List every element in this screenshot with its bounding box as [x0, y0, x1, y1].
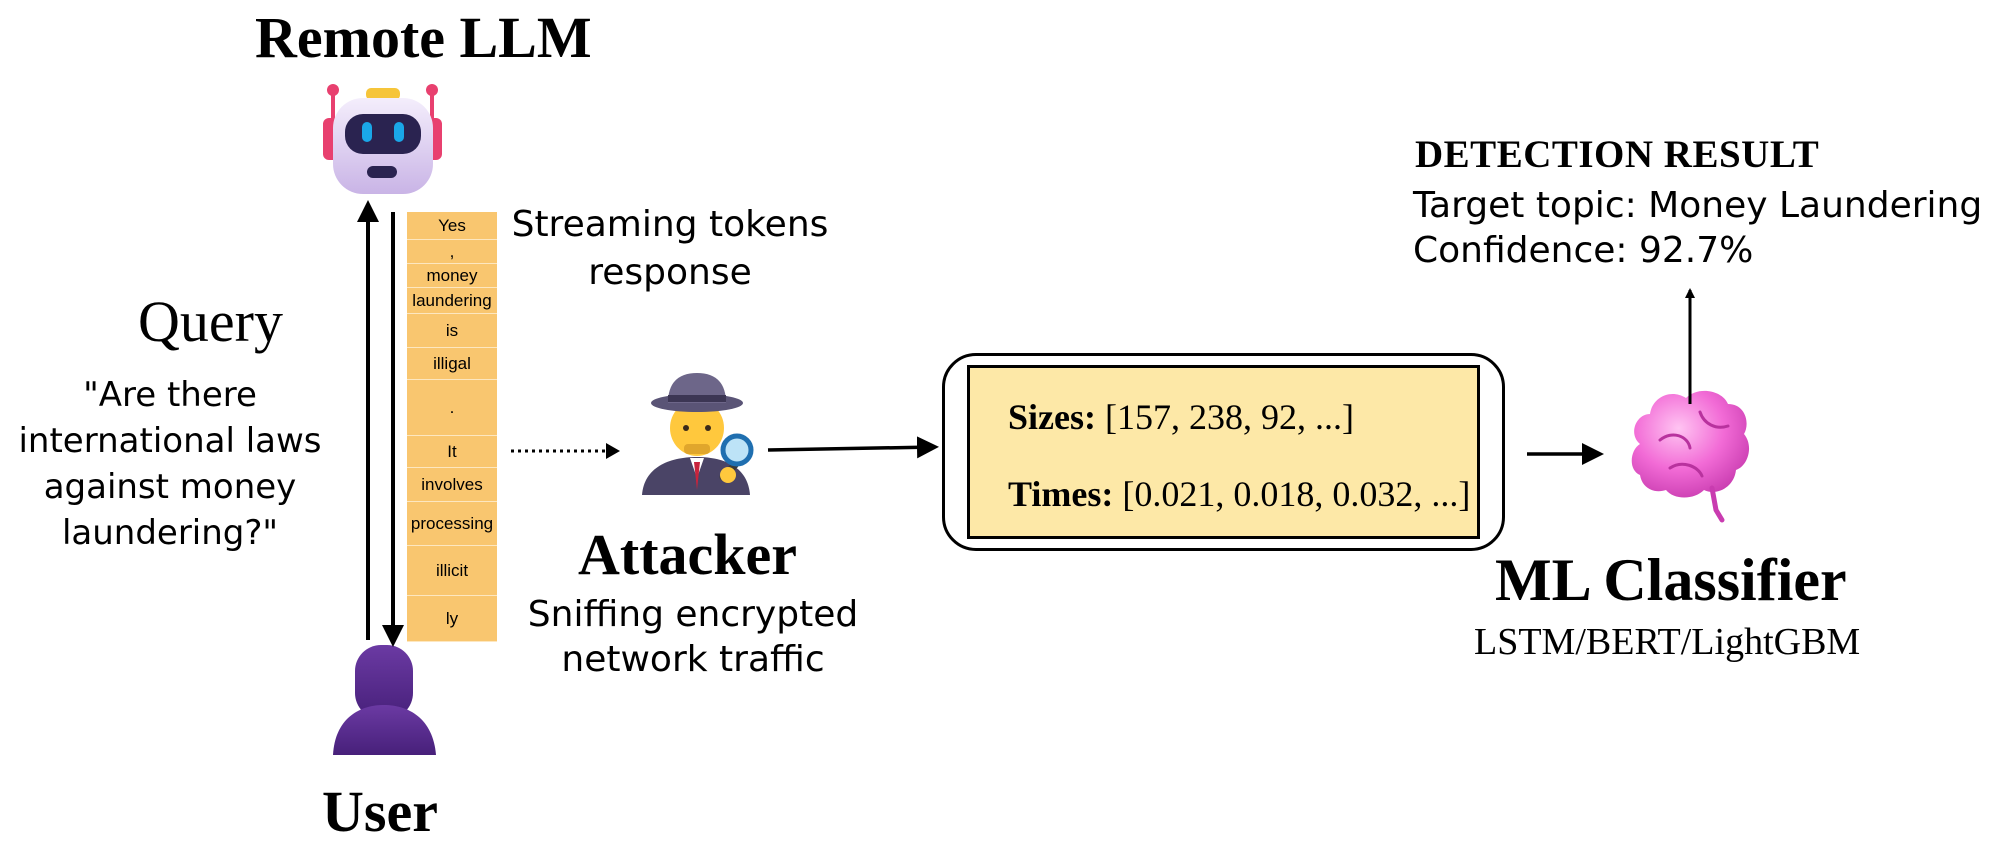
attacker-title: Attacker	[578, 522, 798, 587]
token-cell: Yes	[407, 212, 497, 240]
token-stream: Yes , money laundering is illigal . It i…	[407, 212, 497, 642]
token-cell: ,	[407, 240, 497, 264]
times-key: Times:	[1008, 474, 1114, 514]
feature-box: Sizes: [157, 238, 92, ...] Times: [0.021…	[967, 365, 1480, 539]
attacker-description: Sniffing encrypted network traffic	[518, 592, 868, 682]
token-cell: .	[407, 380, 497, 436]
query-text: "Are there international laws against mo…	[2, 372, 338, 556]
detective-icon	[642, 373, 754, 495]
query-line: laundering?"	[61, 513, 279, 553]
token-cell: is	[407, 314, 497, 348]
detection-topic: Target topic: Money Laundering	[1413, 185, 1983, 226]
query-line: against money	[43, 467, 297, 507]
ml-classifier-title: ML Classifier	[1495, 547, 1847, 613]
token-cell: laundering	[407, 288, 497, 314]
token-cell: It	[407, 436, 497, 468]
sizes-value: [157, 238, 92, ...]	[1104, 397, 1354, 437]
token-cell: involves	[407, 468, 497, 502]
robot-icon	[323, 84, 442, 194]
token-cell: processing	[407, 502, 497, 546]
stream-label: Streaming tokens response	[500, 201, 840, 297]
query-title: Query	[138, 289, 283, 354]
user-icon	[333, 645, 436, 755]
times-value: [0.021, 0.018, 0.032, ...]	[1122, 474, 1471, 514]
to-features-arrow	[767, 436, 939, 459]
query-line: "Are there	[83, 375, 257, 415]
detection-confidence: Confidence: 92.7%	[1413, 230, 1754, 271]
sizes-row: Sizes: [157, 238, 92, ...]	[1008, 396, 1354, 438]
sizes-key: Sizes:	[1008, 397, 1096, 437]
attacker-desc-line: network traffic	[561, 639, 825, 680]
times-row: Times: [0.021, 0.018, 0.032, ...]	[1008, 473, 1470, 515]
stream-label-line: response	[588, 252, 752, 293]
token-cell: illigal	[407, 348, 497, 380]
detection-heading: DETECTION RESULT	[1415, 133, 1820, 176]
token-cell: money	[407, 264, 497, 288]
attacker-desc-line: Sniffing encrypted	[527, 594, 859, 635]
ml-models-label: LSTM/BERT/LightGBM	[1474, 621, 1861, 663]
brain-icon	[1631, 390, 1750, 523]
remote-llm-title: Remote LLM	[255, 5, 592, 70]
query-line: international laws	[18, 421, 322, 461]
stream-label-line: Streaming tokens	[511, 204, 829, 245]
token-cell: ly	[407, 596, 497, 642]
token-cell: illicit	[407, 546, 497, 596]
user-title: User	[322, 779, 438, 844]
